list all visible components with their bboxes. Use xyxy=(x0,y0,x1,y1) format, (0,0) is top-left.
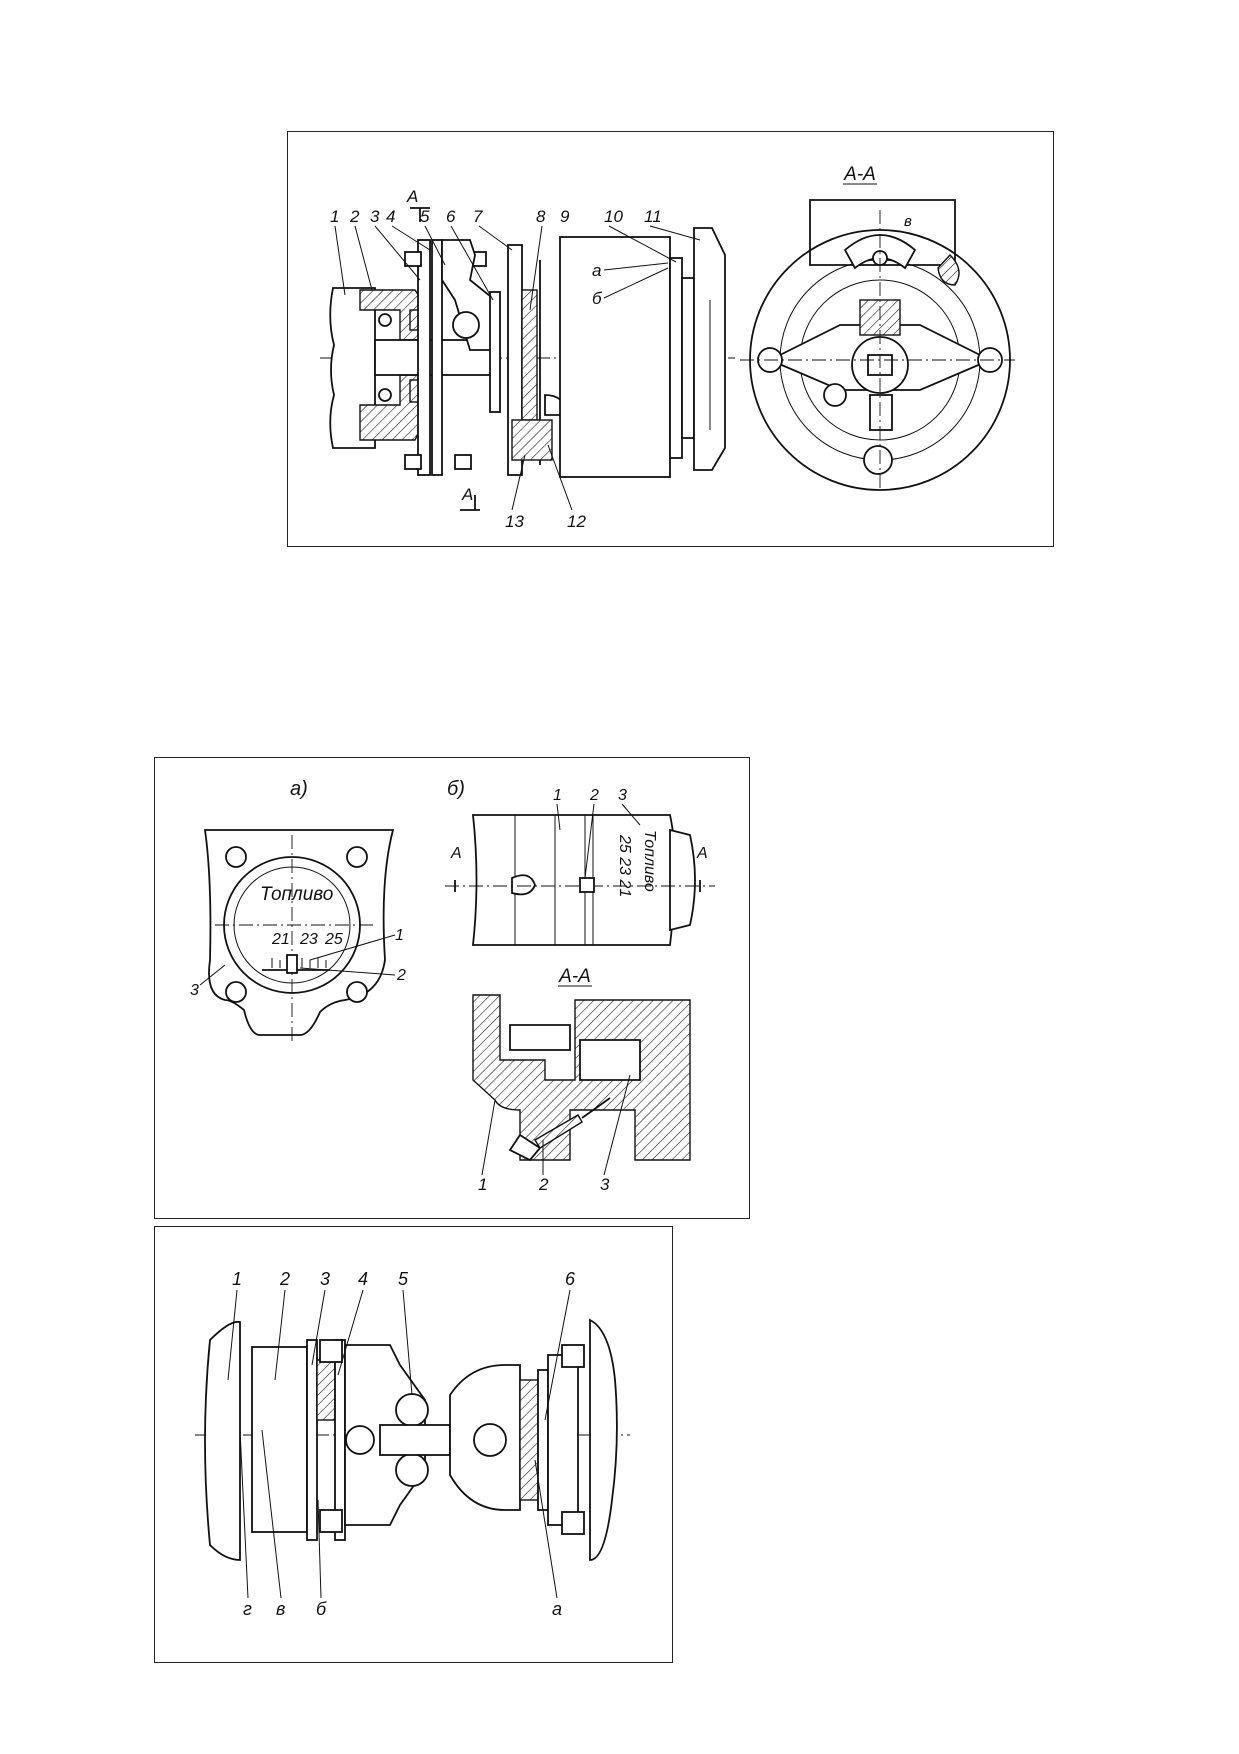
fig1-letter-b: б xyxy=(592,289,603,308)
figure-2-drawing xyxy=(203,814,715,1162)
fig1-label-7: 7 xyxy=(473,207,483,226)
fig1-label-4: 4 xyxy=(386,207,395,226)
fig1-cut-marker-bottom: А xyxy=(461,485,473,504)
fig3-label-6: 6 xyxy=(565,1269,576,1289)
fig1-letter-a: а xyxy=(592,261,601,280)
fig1-label-11: 11 xyxy=(644,207,662,226)
fig2-a-label-2: 2 xyxy=(396,967,406,984)
fig2-section-label-2: 2 xyxy=(538,1175,549,1194)
fig2-section-label-3: 3 xyxy=(600,1175,610,1194)
fig2-leaders xyxy=(199,803,641,1176)
fig3-label-5: 5 xyxy=(398,1269,409,1289)
fig3-label-3: 3 xyxy=(320,1269,330,1289)
fig1-label-3: 3 xyxy=(370,207,380,226)
fig2-subfig-a: а) xyxy=(290,778,308,800)
fig2-b-cut-right: А xyxy=(696,845,708,862)
fig1-label-1: 1 xyxy=(330,207,339,226)
fig1-cut-marker-top: А xyxy=(406,187,418,206)
fig3-label-1: 1 xyxy=(232,1269,242,1289)
figure-1-drawing xyxy=(320,199,1015,511)
fig1-label-12: 12 xyxy=(567,512,586,531)
fig2-scale-21: 21 xyxy=(271,931,290,948)
fig1-label-2: 2 xyxy=(349,207,360,226)
fig2-b-cut-left: А xyxy=(450,845,462,862)
fig1-label-8: 8 xyxy=(536,207,546,226)
fig2-b-label-1: 1 xyxy=(553,787,562,804)
fig2-b-plate-text: Топливо xyxy=(641,830,658,892)
fig2-a-label-3: 3 xyxy=(190,982,199,999)
fig1-label-5: 5 xyxy=(420,207,430,226)
fig3-label-4: 4 xyxy=(358,1269,368,1289)
fig2-plate-text: Топливо xyxy=(260,884,333,905)
fig1-label-13: 13 xyxy=(505,512,524,531)
figure-3-drawing xyxy=(195,1318,630,1561)
fig2-b-label-2: 2 xyxy=(589,787,599,804)
fig1-label-6: 6 xyxy=(446,207,456,226)
fig2-scale-25: 25 xyxy=(324,931,343,948)
fig2-a-label-1: 1 xyxy=(395,927,404,944)
fig3-letter-a: а xyxy=(552,1599,562,1619)
fig1-section-title: А-А xyxy=(843,164,876,185)
fig3-letter-b: б xyxy=(316,1599,327,1619)
fig2-b-scale-rotated: 25 23 21 xyxy=(616,834,633,897)
fig2-b-label-3: 3 xyxy=(618,787,627,804)
fig1-letter-v: в xyxy=(904,213,912,230)
fig1-leaders xyxy=(334,225,701,511)
fig1-label-9: 9 xyxy=(560,207,570,226)
fig3-label-2: 2 xyxy=(279,1269,290,1289)
fig2-scale-23: 23 xyxy=(299,931,318,948)
fig3-letter-v: в xyxy=(276,1599,285,1619)
fig2-subfig-b: б) xyxy=(447,778,465,800)
fig3-letter-g: г xyxy=(243,1599,252,1619)
fig2-section-title: А-А xyxy=(558,966,591,987)
fig2-section-label-1: 1 xyxy=(478,1175,487,1194)
fig3-leaders xyxy=(227,1289,571,1599)
fig1-label-10: 10 xyxy=(604,207,623,226)
